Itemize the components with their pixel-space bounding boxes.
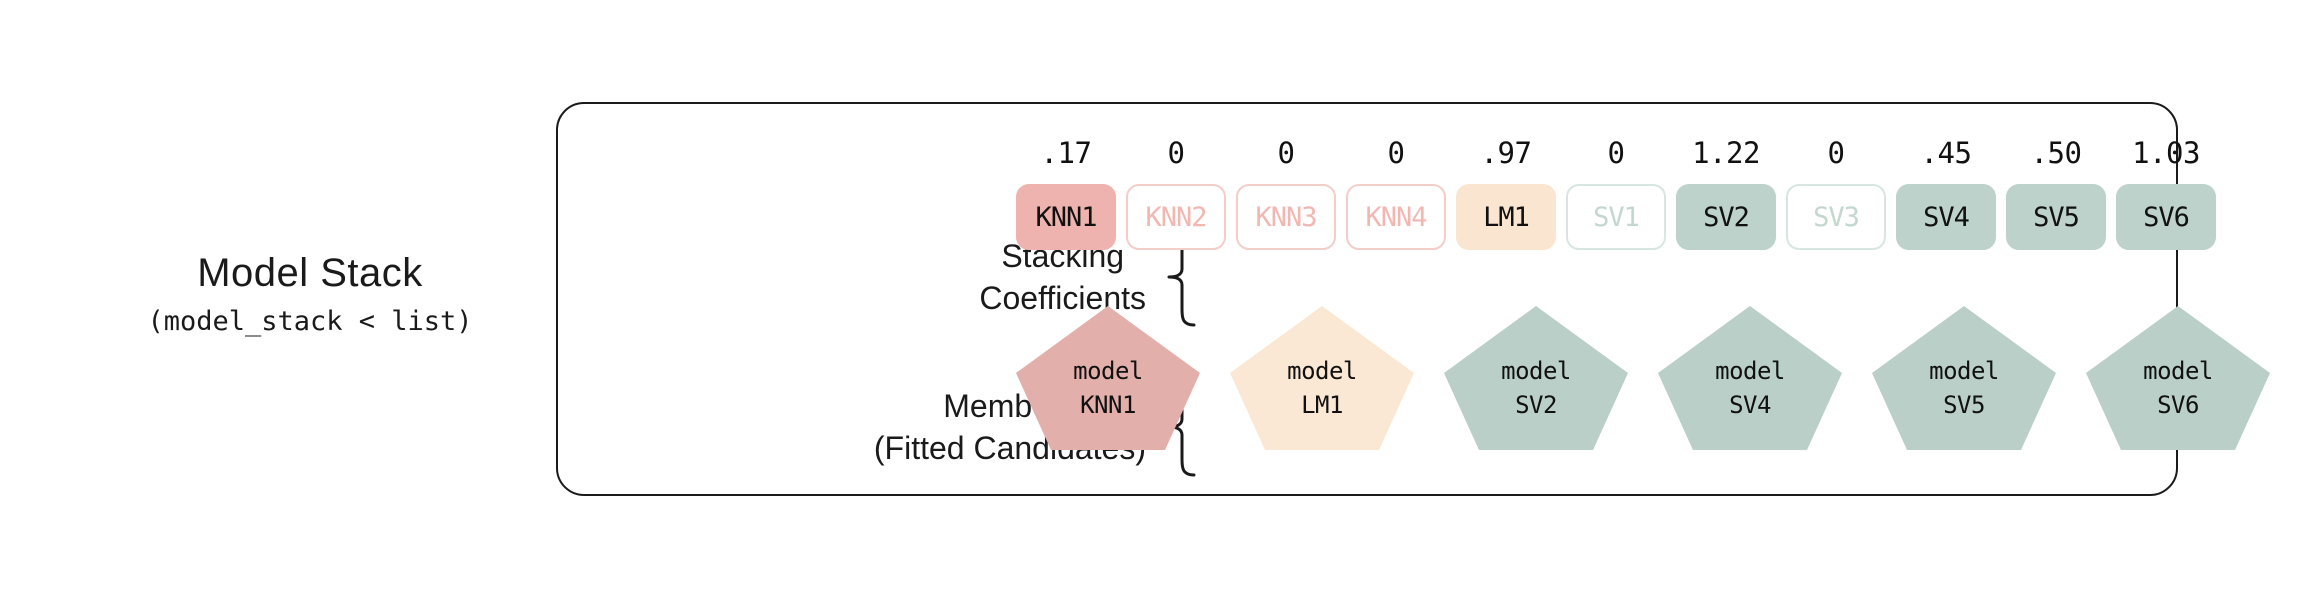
- model-stack-title: Model Stack: [197, 251, 423, 295]
- member-label-line1: model: [1715, 357, 1785, 385]
- coefficient-value: 0: [1387, 136, 1405, 170]
- coefficient-cell: .45 SV4: [1896, 134, 1996, 250]
- member-label-line2: SV5: [1943, 391, 1985, 420]
- pentagon-shape: [1016, 306, 1200, 450]
- model-chip-knn4[interactable]: KNN4: [1346, 184, 1446, 250]
- member-label: model SV4: [1654, 354, 1846, 422]
- member-label-line2: SV6: [2157, 391, 2199, 420]
- member-pentagon-sv2[interactable]: model SV2: [1440, 302, 1632, 452]
- member-label-line1: model: [1929, 357, 1999, 385]
- model-stack-type-annotation: (model_stack < list): [147, 306, 473, 337]
- model-chip-knn3[interactable]: KNN3: [1236, 184, 1336, 250]
- model-stack-container: Stacking Coefficients .17 KNN1 0 KNN2 0 …: [556, 102, 2270, 496]
- model-chip-knn1[interactable]: KNN1: [1016, 184, 1116, 250]
- model-stack-caption: Model Stack (model_stack < list): [100, 250, 520, 338]
- member-label-line2: SV4: [1729, 391, 1771, 420]
- pentagon-shape: [1230, 306, 1414, 450]
- coefficient-cell: 0 SV1: [1566, 134, 1666, 250]
- coefficient-cell: 0 KNN3: [1236, 134, 1336, 250]
- coefficient-cell: 1.22 SV2: [1676, 134, 1776, 250]
- model-chip-sv3[interactable]: SV3: [1786, 184, 1886, 250]
- coefficient-cell: 1.03 SV6: [2116, 134, 2216, 250]
- coefficient-value: .17: [1040, 136, 1092, 170]
- coefficient-value: 0: [1277, 136, 1295, 170]
- member-label-line2: LM1: [1301, 391, 1343, 420]
- model-chip-lm1[interactable]: LM1: [1456, 184, 1556, 250]
- model-chip-sv2[interactable]: SV2: [1676, 184, 1776, 250]
- coefficient-cell: 0 KNN4: [1346, 134, 1446, 250]
- member-label: model LM1: [1226, 354, 1418, 422]
- pentagon-shape: [2086, 306, 2270, 450]
- coefficient-cell: .97 LM1: [1456, 134, 1556, 250]
- coefficient-value: .50: [2030, 136, 2082, 170]
- model-chip-sv5[interactable]: SV5: [2006, 184, 2106, 250]
- model-chip-sv4[interactable]: SV4: [1896, 184, 1996, 250]
- member-pentagon-sv5[interactable]: model SV5: [1868, 302, 2060, 452]
- coefficient-value: .97: [1480, 136, 1532, 170]
- stacking-coefficients-row: .17 KNN1 0 KNN2 0 KNN3 0 KNN4 .97 LM1 0 …: [1016, 134, 2216, 250]
- member-label-line1: model: [1287, 357, 1357, 385]
- member-pentagon-sv4[interactable]: model SV4: [1654, 302, 1846, 452]
- coefficient-cell: 0 KNN2: [1126, 134, 1226, 250]
- member-pentagon-lm1[interactable]: model LM1: [1226, 302, 1418, 452]
- stacking-coefficients-label-line2: Coefficients: [979, 280, 1146, 316]
- coefficient-value: .45: [1920, 136, 1972, 170]
- member-label: model KNN1: [1012, 354, 1204, 422]
- member-pentagon-knn1[interactable]: model KNN1: [1012, 302, 1204, 452]
- coefficient-cell: .17 KNN1: [1016, 134, 1116, 250]
- member-label-line1: model: [1073, 357, 1143, 385]
- coefficient-value: 0: [1827, 136, 1845, 170]
- coefficient-value: 1.03: [2132, 136, 2200, 170]
- members-row: model KNN1 model LM1 model SV2: [1012, 302, 2274, 452]
- member-pentagon-sv6[interactable]: model SV6: [2082, 302, 2274, 452]
- coefficient-cell: 0 SV3: [1786, 134, 1886, 250]
- member-label: model SV6: [2082, 354, 2274, 422]
- model-chip-sv1[interactable]: SV1: [1566, 184, 1666, 250]
- coefficient-value: 0: [1607, 136, 1625, 170]
- member-label-line2: SV2: [1515, 391, 1557, 420]
- member-label-line1: model: [2143, 357, 2213, 385]
- pentagon-shape: [1872, 306, 2056, 450]
- coefficient-value: 0: [1167, 136, 1185, 170]
- member-label: model SV5: [1868, 354, 2060, 422]
- member-label: model SV2: [1440, 354, 1632, 422]
- model-chip-knn2[interactable]: KNN2: [1126, 184, 1226, 250]
- member-label-line2: KNN1: [1080, 391, 1136, 420]
- coefficient-value: 1.22: [1692, 136, 1760, 170]
- pentagon-shape: [1658, 306, 1842, 450]
- member-label-line1: model: [1501, 357, 1571, 385]
- pentagon-shape: [1444, 306, 1628, 450]
- model-chip-sv6[interactable]: SV6: [2116, 184, 2216, 250]
- coefficient-cell: .50 SV5: [2006, 134, 2106, 250]
